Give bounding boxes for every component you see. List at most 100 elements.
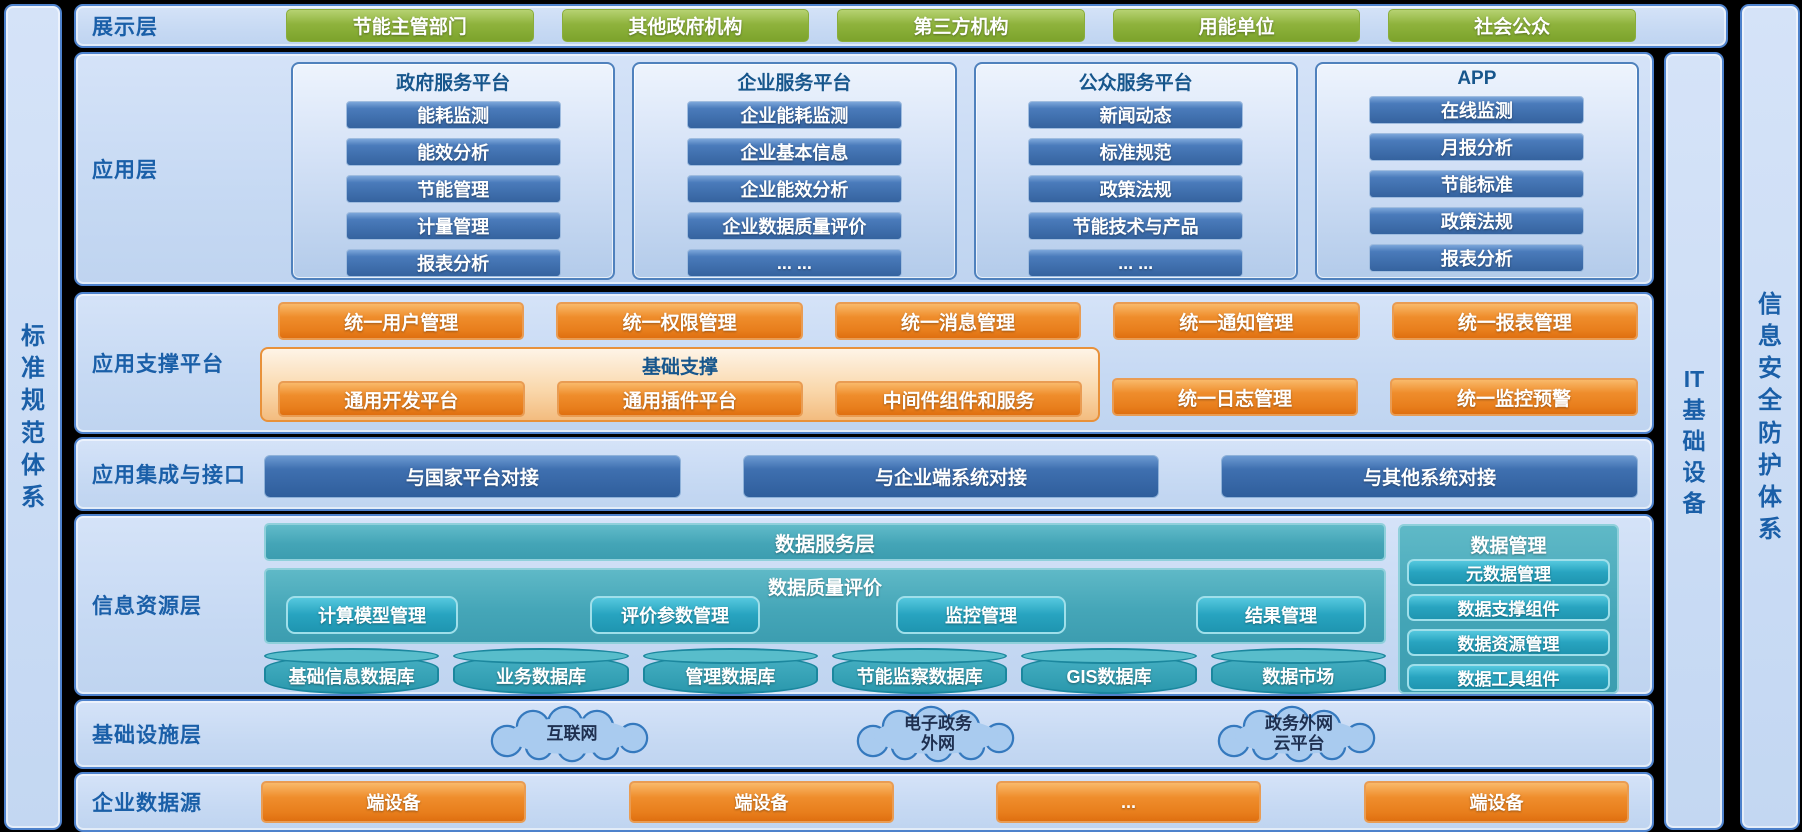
support-row: 统一用户管理 统一权限管理 统一消息管理 统一通知管理 统一报表管理 bbox=[278, 302, 1639, 340]
panel-title: 公众服务平台 bbox=[1078, 73, 1193, 94]
support-node: 通用开发平台 bbox=[278, 381, 525, 417]
app-node: 报表分析 bbox=[345, 249, 561, 277]
egov-extranet-cloud: 电子政务 外网 bbox=[843, 705, 1033, 763]
app-node: 企业数据质量评价 bbox=[686, 212, 902, 240]
support-node: 统一监控预警 bbox=[1390, 378, 1638, 416]
layer-label: 信息资源层 bbox=[92, 595, 202, 618]
sidebar-char: 体 bbox=[1758, 483, 1782, 511]
app-node: 节能技术与产品 bbox=[1028, 212, 1244, 240]
sidebar-char: IT bbox=[1683, 365, 1705, 392]
panel-title: 基础支撑 bbox=[641, 357, 718, 378]
db-label: 数据市场 bbox=[1262, 667, 1335, 687]
sidebar-char: 护 bbox=[1758, 451, 1782, 479]
application-panels: 政府服务平台 能耗监测 能效分析 节能管理 计量管理 报表分析 企业服务平台 企… bbox=[291, 62, 1639, 280]
sidebar-char: 防 bbox=[1758, 419, 1782, 447]
gov-cloud-platform-cloud: 政务外网 云平台 bbox=[1204, 705, 1394, 763]
sidebar-char: 全 bbox=[1758, 387, 1782, 415]
layer-label: 展示层 bbox=[92, 16, 158, 39]
layer-label: 应用层 bbox=[92, 159, 158, 182]
app-node: 能耗监测 bbox=[345, 101, 561, 129]
sidebar-char: 基 bbox=[1682, 396, 1706, 423]
sidebar-char: 息 bbox=[1758, 322, 1782, 350]
db-label: GIS数据库 bbox=[1066, 667, 1152, 687]
sidebar-char: 范 bbox=[21, 419, 45, 447]
cylinder-top bbox=[264, 648, 440, 664]
sidebar-char: 标 bbox=[21, 322, 45, 350]
app-node: 标准规范 bbox=[1028, 138, 1244, 166]
cloud-icon bbox=[856, 705, 1015, 763]
support-node: 统一用户管理 bbox=[278, 302, 525, 340]
it-equipment-sidebar: IT 基 础 设 备 bbox=[1664, 52, 1724, 830]
support-node: 统一报表管理 bbox=[1391, 302, 1639, 340]
db-label: 管理数据库 bbox=[685, 667, 776, 687]
layer-label: 应用支撑平台 bbox=[92, 353, 224, 376]
datasource-node: 端设备 bbox=[261, 781, 526, 823]
sidebar-char: 系 bbox=[21, 483, 45, 511]
sidebar-char: 体 bbox=[21, 451, 45, 479]
cylinder-top bbox=[453, 648, 629, 664]
internet-cloud: 互联网 bbox=[477, 705, 667, 763]
presentation-layer: 展示层 节能主管部门 其他政府机构 第三方机构 用能单位 社会公众 bbox=[74, 4, 1728, 48]
data-mgmt-node: 数据工具组件 bbox=[1407, 664, 1610, 691]
db-cylinder: 管理数据库 bbox=[642, 648, 818, 694]
cylinder-top bbox=[1210, 648, 1386, 664]
sidebar-char: 规 bbox=[21, 387, 45, 415]
integration-node: 与国家平台对接 bbox=[264, 455, 681, 498]
presentation-node: 用能单位 bbox=[1112, 9, 1361, 42]
sidebar-char: 备 bbox=[1682, 490, 1706, 517]
database-row: 基础信息数据库 业务数据库 管理数据库 节能监察数据库 GIS数据库 bbox=[264, 648, 1386, 694]
panel-title: APP bbox=[1457, 68, 1497, 89]
db-cylinder: 业务数据库 bbox=[453, 648, 629, 694]
standards-system-sidebar: 标 准 规 范 体 系 bbox=[4, 4, 62, 830]
app-node: 企业能效分析 bbox=[686, 175, 902, 203]
cloud-icon bbox=[1217, 705, 1376, 763]
data-mgmt-node: 元数据管理 bbox=[1407, 559, 1610, 586]
panel-items: 企业能耗监测 企业基本信息 企业能效分析 企业数据质量评价 ... ... bbox=[634, 101, 954, 277]
integration-node: 与其他系统对接 bbox=[1221, 455, 1639, 498]
cylinder-top bbox=[831, 648, 1008, 664]
cylinder-top bbox=[642, 648, 818, 664]
sidebar-char: 系 bbox=[1758, 516, 1782, 544]
data-mgmt-node: 数据资源管理 bbox=[1407, 629, 1610, 656]
db-cylinder: GIS数据库 bbox=[1021, 648, 1197, 694]
sidebar-char: 信 bbox=[1758, 290, 1782, 318]
app-node: 企业能耗监测 bbox=[686, 101, 902, 129]
presentation-node: 第三方机构 bbox=[837, 9, 1085, 42]
panel-items: 新闻动态 标准规范 政策法规 节能技术与产品 ... ... bbox=[976, 101, 1296, 277]
layer-label: 企业数据源 bbox=[92, 792, 202, 815]
resource-layer: 信息资源层 数据服务层 数据质量评价 计算模型管理 评价参数管理 监控管理 结果… bbox=[74, 514, 1654, 696]
support-platform-layer: 应用支撑平台 统一用户管理 统一权限管理 统一消息管理 统一通知管理 统一报表管… bbox=[74, 292, 1654, 434]
app-panel: APP 在线监测 月报分析 节能标准 政策法规 报表分析 bbox=[1314, 62, 1639, 280]
db-cylinder: 基础信息数据库 bbox=[264, 648, 440, 694]
app-node: 节能管理 bbox=[345, 175, 561, 203]
cloud-icon bbox=[490, 705, 649, 763]
support-node: 统一通知管理 bbox=[1113, 302, 1360, 340]
quality-node: 评价参数管理 bbox=[590, 596, 760, 634]
sidebar-char: 准 bbox=[21, 355, 45, 383]
quality-node: 计算模型管理 bbox=[286, 596, 458, 634]
layer-label: 应用集成与接口 bbox=[92, 464, 246, 487]
db-label: 基础信息数据库 bbox=[288, 667, 415, 687]
db-label: 节能监察数据库 bbox=[856, 667, 983, 687]
app-node: ... ... bbox=[686, 249, 902, 277]
security-system-sidebar: 信 息 安 全 防 护 体 系 bbox=[1740, 4, 1800, 830]
data-service-bar: 数据服务层 bbox=[264, 523, 1386, 561]
presentation-node: 其他政府机构 bbox=[561, 9, 810, 42]
integration-layer: 应用集成与接口 与国家平台对接 与企业端系统对接 与其他系统对接 bbox=[74, 437, 1654, 511]
datasource-node: ... bbox=[996, 781, 1261, 823]
cloud-label: 电子政务 外网 bbox=[904, 714, 972, 753]
cloud-label: 互联网 bbox=[546, 724, 598, 744]
public-service-panel: 公众服务平台 新闻动态 标准规范 政策法规 节能技术与产品 ... ... bbox=[973, 62, 1298, 280]
app-node: 计量管理 bbox=[345, 212, 561, 240]
panel-title: 数据质量评价 bbox=[767, 578, 882, 599]
panel-title: 政府服务平台 bbox=[396, 73, 511, 94]
presentation-node: 社会公众 bbox=[1388, 9, 1636, 42]
gov-service-panel: 政府服务平台 能耗监测 能效分析 节能管理 计量管理 报表分析 bbox=[291, 62, 616, 280]
app-node: 节能标准 bbox=[1369, 170, 1585, 198]
layer-label: 基础设施层 bbox=[92, 724, 202, 747]
app-node: 企业基本信息 bbox=[686, 138, 902, 166]
sidebar-char: 设 bbox=[1682, 459, 1706, 486]
support-node: 统一消息管理 bbox=[834, 302, 1082, 340]
cylinder-top bbox=[1021, 648, 1197, 664]
